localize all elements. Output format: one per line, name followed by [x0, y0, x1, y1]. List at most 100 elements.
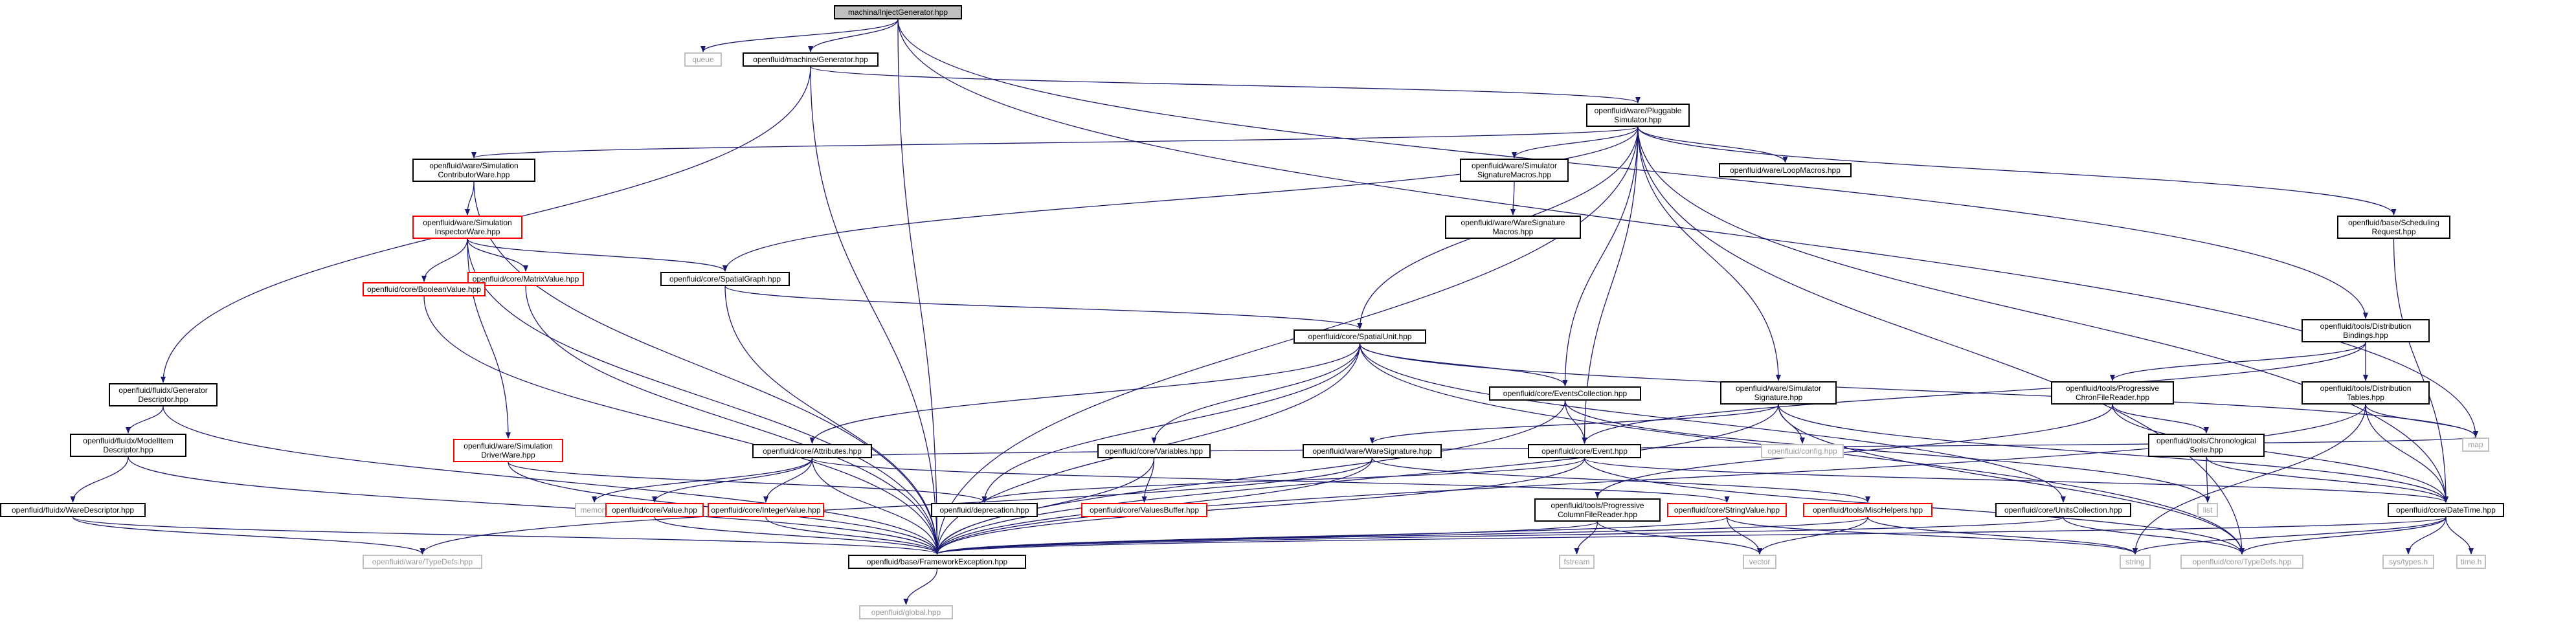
node-label: Descriptor.hpp — [103, 445, 153, 454]
edge-gendescriptor-to-fexception — [162, 406, 940, 555]
node-integervalue[interactable]: openfluid/core/IntegerValue.hpp — [708, 503, 824, 517]
edge-spatialunit-to-attributes — [809, 343, 1361, 444]
node-memory[interactable]: memory — [575, 503, 614, 517]
node-label: openfluid/tools/Progressive — [1551, 501, 1644, 510]
node-label: openfluid/ware/WareSignature.hpp — [1312, 447, 1432, 456]
node-spatialgraph[interactable]: openfluid/core/SpatialGraph.hpp — [660, 272, 790, 286]
node-eventscollection[interactable]: openfluid/core/EventsCollection.hpp — [1489, 386, 1641, 401]
edge-disttables-to-datetime — [2365, 404, 2448, 503]
node-label: openfluid/core/Variables.hpp — [1104, 447, 1204, 456]
node-label: openfluid/global.hpp — [871, 608, 941, 617]
node-waresignature[interactable]: openfluid/ware/WareSignature.hpp — [1303, 444, 1442, 458]
node-label: map — [2468, 440, 2483, 449]
node-datetime[interactable]: openfluid/core/DateTime.hpp — [2388, 503, 2504, 517]
edge-attributes-to-stringvalue — [811, 458, 1730, 503]
edge-inspector-to-matrixvalue — [467, 238, 528, 272]
node-deprecation[interactable]: openfluid/deprecation.hpp — [931, 503, 1038, 517]
node-label: openfluid/core/Value.hpp — [612, 505, 697, 515]
edge-progcolumn-to-fstream — [1574, 521, 1598, 555]
node-queue[interactable]: queue — [684, 52, 722, 67]
edge-datetime-to-coretypedefs — [2239, 516, 2447, 555]
edge-mischelpers-to-fexception — [934, 516, 1868, 555]
edge-datetime-to-fexception — [935, 516, 2447, 555]
node-waredescriptor[interactable]: openfluid/fluidx/WareDescriptor.hpp — [0, 503, 146, 517]
node-label: ColumnFileReader.hpp — [1558, 510, 1637, 519]
edge-driverware-to-deprecation — [508, 461, 987, 503]
node-unitscollection[interactable]: openfluid/core/UnitsCollection.hpp — [1995, 503, 2131, 517]
edge-variables-to-valuesbuffer — [1141, 458, 1155, 503]
node-label: openfluid/ware/LoopMacros.hpp — [1730, 166, 1841, 175]
edge-attributes-to-integervalue — [763, 458, 813, 503]
node-map[interactable]: map — [2462, 438, 2489, 452]
edge-spatialunit-to-eventscollection — [1359, 343, 1568, 386]
node-label: openfluid/core/MatrixValue.hpp — [472, 274, 579, 283]
node-matrixvalue[interactable]: openfluid/core/MatrixValue.hpp — [467, 272, 584, 286]
node-systypes[interactable]: sys/types.h — [2382, 555, 2434, 569]
edge-modelitem-to-waredescriptor — [70, 456, 129, 503]
node-loopmacros[interactable]: openfluid/ware/LoopMacros.hpp — [1719, 163, 1852, 177]
edge-waresignature-to-mischelpers — [1371, 458, 1870, 503]
node-label: DriverWare.hpp — [481, 450, 535, 460]
node-waretypedefs[interactable]: openfluid/ware/TypeDefs.hpp — [363, 555, 482, 569]
node-label: openfluid/ware/TypeDefs.hpp — [372, 557, 473, 566]
edge-gendescriptor-to-modelitem — [126, 406, 164, 434]
edge-contributor-to-fexception — [473, 181, 940, 555]
node-spatialunit[interactable]: openfluid/core/SpatialUnit.hpp — [1294, 329, 1426, 344]
edge-eventscollection-to-list — [1564, 400, 2210, 503]
node-label: SignatureMacros.hpp — [1477, 170, 1552, 179]
node-stringvalue[interactable]: openfluid/core/StringValue.hpp — [1667, 503, 1787, 517]
node-list[interactable]: list — [2197, 503, 2218, 517]
node-label: ChronFileReader.hpp — [2075, 393, 2150, 402]
node-label: openfluid/ware/WareSignature — [1461, 218, 1565, 227]
node-fexception[interactable]: openfluid/base/FrameworkException.hpp — [848, 555, 1026, 569]
edge-generator-to-pluggable — [810, 66, 1641, 104]
node-confighpp[interactable]: openfluid/config.hpp — [1761, 444, 1844, 458]
node-fstream[interactable]: fstream — [1559, 555, 1595, 569]
edge-unitscollection-to-fexception — [935, 516, 2064, 555]
node-mischelpers[interactable]: openfluid/tools/MiscHelpers.hpp — [1803, 503, 1932, 517]
node-timeh[interactable]: time.h — [2456, 555, 2486, 569]
node-booleanvalue[interactable]: openfluid/core/BooleanValue.hpp — [363, 282, 486, 296]
node-label: openfluid/ware/Simulation — [423, 218, 512, 227]
node-label: openfluid/tools/Chronological — [2156, 436, 2257, 445]
edge-mischelpers-to-vector — [1757, 516, 1868, 555]
node-vector[interactable]: vector — [1743, 555, 1776, 569]
edge-spatialunit-to-unitscollection — [1359, 343, 2066, 503]
node-label: openfluid/ware/Simulation — [464, 441, 553, 450]
node-label: Signature.hpp — [1754, 393, 1803, 402]
node-label: openfluid/core/BooleanValue.hpp — [367, 285, 481, 294]
node-event[interactable]: openfluid/core/Event.hpp — [1528, 444, 1641, 458]
node-string[interactable]: string — [2120, 555, 2151, 569]
node-value[interactable]: openfluid/core/Value.hpp — [605, 503, 704, 517]
node-variables[interactable]: openfluid/core/Variables.hpp — [1097, 444, 1211, 458]
edge-fexception-to-global — [903, 568, 938, 605]
node-coretypedefs[interactable]: openfluid/core/TypeDefs.hpp — [2180, 555, 2303, 569]
edge-disttables-to-map — [2365, 404, 2478, 438]
node-generator[interactable]: openfluid/machine/Generator.hpp — [743, 52, 879, 67]
node-label: openfluid/tools/Distribution — [2320, 384, 2412, 393]
node-global[interactable]: openfluid/global.hpp — [859, 605, 953, 619]
node-valuesbuffer[interactable]: openfluid/core/ValuesBuffer.hpp — [1081, 503, 1207, 517]
node-label: openfluid/fluidx/WareDescriptor.hpp — [12, 505, 134, 515]
node-attributes[interactable]: openfluid/core/Attributes.hpp — [752, 444, 872, 458]
node-label: Descriptor.hpp — [138, 395, 188, 404]
edge-chronserie-to-datetime — [2206, 456, 2448, 503]
edge-pluggable-to-eventscollection — [1562, 126, 1639, 386]
edge-value-to-fexception — [654, 516, 940, 555]
node-label: openfluid/config.hpp — [1767, 447, 1837, 456]
